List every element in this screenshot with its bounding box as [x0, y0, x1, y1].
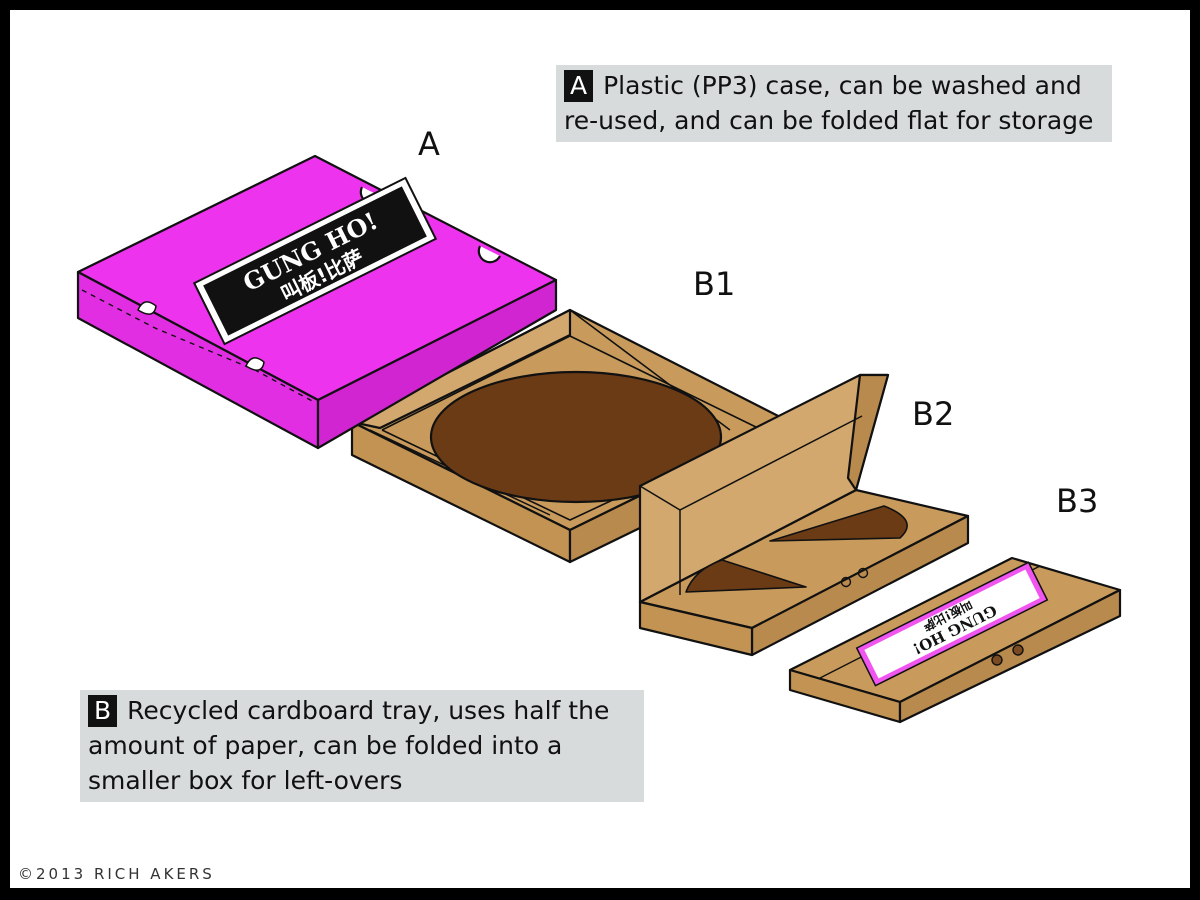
caption-plastic-case: A Plastic (PP3) case, can be washed and r… [556, 65, 1112, 142]
tray-b2 [638, 373, 970, 657]
label-a: A [418, 125, 440, 163]
caption-b-line1: Recycled cardboard tray, uses half the [127, 696, 610, 725]
copyright-notice: ©2013 RICH AKERS [18, 865, 215, 883]
tray-b2-crease [639, 485, 681, 511]
caption-b-line2: amount of paper, can be folded into a [88, 731, 563, 760]
caption-a-line1: Plastic (PP3) case, can be washed and [603, 71, 1082, 100]
label-b3: B3 [1056, 482, 1099, 520]
pizza-slice [769, 505, 908, 542]
vent-hole-icon [991, 654, 1003, 666]
case-a-side [316, 278, 558, 450]
vent-hole-icon [840, 576, 852, 588]
vent-hole-icon [1012, 644, 1024, 656]
label-b2: B2 [912, 395, 955, 433]
tray-b1-back-wall [350, 308, 572, 430]
label-b1: B1 [693, 265, 736, 303]
caption-b-line3: smaller box for left-overs [88, 766, 403, 795]
pizza-slice [685, 559, 807, 593]
diagram-canvas: GUNG HO! 叫板!比萨 GUNG HO! 叫板!比萨 A B1 B2 B3… [10, 10, 1190, 888]
fold-line [81, 289, 315, 403]
caption-a-line2: re-used, and can be folded flat for stor… [564, 106, 1094, 135]
vent-hole-icon [857, 567, 869, 579]
tray-b2-crease [679, 415, 863, 511]
tray-b2-raised-panel-side [846, 373, 890, 492]
caption-badge-a: A [564, 70, 594, 102]
pizza-box-illustration: GUNG HO! 叫板!比萨 GUNG HO! 叫板!比萨 [76, 154, 1122, 724]
vent-hole-icon [245, 357, 265, 371]
pizza-whole [429, 370, 723, 504]
notch-icon [477, 245, 501, 264]
tray-b2-end [638, 600, 754, 657]
caption-badge-b: B [88, 695, 118, 727]
box-b3-side [898, 588, 1122, 724]
vent-hole-icon [137, 301, 157, 315]
